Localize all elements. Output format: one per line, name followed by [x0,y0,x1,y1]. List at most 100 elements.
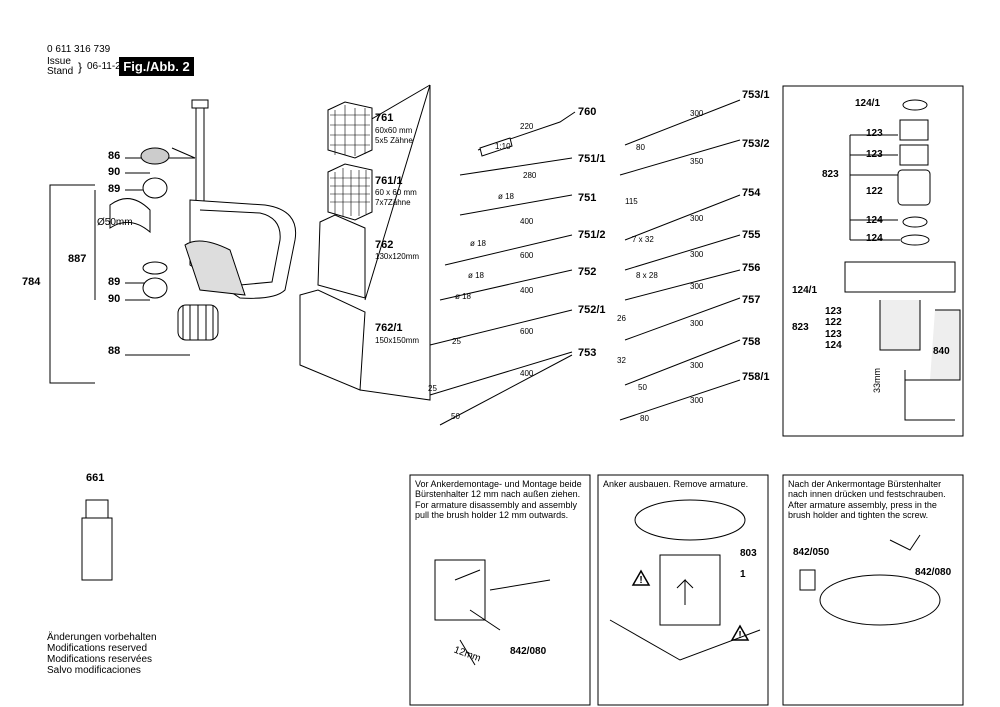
label-7621: 762/1 [375,322,403,334]
mark-18a: ø 18 [498,192,515,201]
detail-122b: 122 [825,317,842,328]
pad-7621 [299,289,366,391]
chisel-753-blade [439,354,573,426]
chisel-7531 [624,99,741,146]
label-7531: 753/1 [742,89,770,101]
label-758: 758 [742,336,761,348]
detail-823b: 823 [792,322,809,333]
chisel-7512 [444,234,573,266]
label-89a: 89 [108,183,121,195]
label-756: 756 [742,262,761,274]
mark-50: 50 [451,412,460,421]
teeth-761: 5x5 Zähne [375,136,413,145]
chisel-757 [624,297,741,341]
label-760: 760 [578,106,597,118]
chisel-753 [429,351,573,396]
chisel-752 [439,269,573,301]
label-86: 86 [108,150,121,162]
pad-7611 [327,163,373,221]
chisel-7521 [429,309,573,346]
label-7512: 751/2 [578,229,606,241]
mark-350: 350 [690,157,704,166]
svg-text:!: ! [639,575,642,586]
mark-300c: 300 [690,250,704,259]
mark-300g: 300 [690,396,704,405]
label-887: 887 [68,253,87,265]
panel-2-text: Anker ausbauen. Remove armature. [603,479,749,489]
label-757: 757 [742,294,761,306]
detail-123a: 123 [866,128,883,139]
clamp-jaw [184,240,246,296]
panel-3-frame [782,474,964,706]
mark-400c: 400 [520,369,534,378]
chisel-760 [477,111,576,157]
bearing-122 [897,169,931,206]
pad-762 [317,214,366,299]
label-761: 761 [375,112,394,124]
label-88: 88 [108,345,121,357]
part-89b [142,261,168,275]
mark-7x32: 7 x 32 [632,235,654,244]
mark-280: 280 [523,171,537,180]
mark-18c: ø 18 [468,271,485,280]
detail-840: 840 [933,346,950,357]
bracket-784 [49,184,95,384]
chisel-751 [459,194,573,216]
chisel-758 [624,339,741,386]
detail-123d: 123 [825,329,842,340]
ring-1241 [902,99,928,111]
chisel-7511 [459,157,573,176]
panel-2-frame [597,474,769,706]
sleeve-123b [899,144,929,166]
mark-25a: 25 [452,337,461,346]
figure-label: Fig./Abb. 2 [119,57,194,76]
chisel-7581 [619,379,741,421]
label-762: 762 [375,239,394,251]
panel-3-050: 842/050 [793,547,830,558]
detail-33mm: 33mm [872,367,882,393]
teeth-7611: 7x7Zähne [375,198,411,207]
detail-box [782,85,964,437]
mark-110: 1:10 [495,142,511,151]
mark-50r: 50 [638,383,647,392]
mark-32: 32 [617,356,626,365]
footer-de: Änderungen vorbehalten [47,632,157,643]
detail-1241: 124/1 [855,98,881,109]
detail-122: 122 [866,186,883,197]
mark-600a: 600 [520,251,534,260]
size-762: 130x120mm [375,252,420,261]
label-753: 753 [578,347,597,359]
mark-300f: 300 [690,361,704,370]
chisel-754 [624,194,741,241]
size-7611: 60 x 60 mm [375,188,417,197]
pad-761 [327,101,373,159]
detail-1241b: 124/1 [792,285,818,296]
label-90b: 90 [108,293,121,305]
mark-300b: 300 [690,214,704,223]
mark-8x28: 8 x 28 [636,271,658,280]
ring-124a [902,216,928,228]
chisel-7532 [619,139,741,176]
footer-fr: Modifications reservées [47,654,153,665]
detail-123b: 123 [866,149,883,160]
footer-es: Salvo modificaciones [47,665,141,676]
clamp-frame-inner [199,209,281,286]
label-784: 784 [22,276,41,288]
mark-300e: 300 [690,319,704,328]
footer-en: Modifications reserved [47,643,148,654]
gear-housing [844,261,956,293]
mark-18d: ø 18 [455,292,472,301]
collar-50mm [109,198,151,234]
label-7532: 753/2 [742,138,770,150]
rod-head [191,99,209,109]
leader-lines [125,147,196,356]
panel-3-text: Nach der Ankermontage Bürstenhalter nach… [788,479,946,521]
mark-300a: 300 [690,109,704,118]
chisel-756 [624,269,741,301]
detail-123c: 123 [825,306,842,317]
panel-1-text: Vor Ankerdemontage- und Montage beide Bü… [415,479,582,521]
part-89-star [142,177,168,199]
issue-label: Issue [47,56,71,67]
detail-124b: 124 [866,233,883,244]
